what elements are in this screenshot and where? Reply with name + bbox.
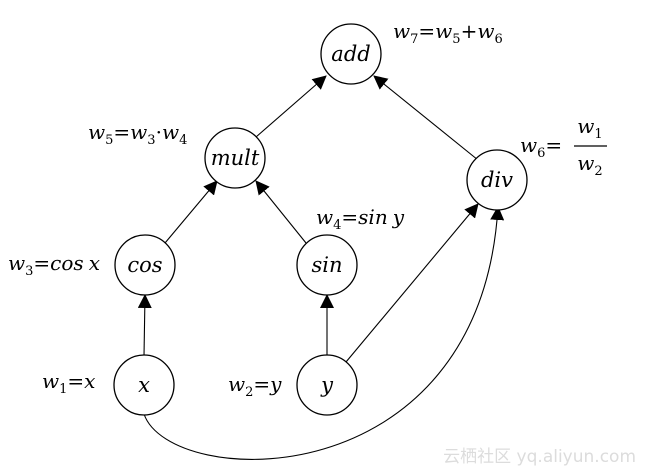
svg-text:w6=: w6=: [520, 133, 562, 161]
edge-mult-to-add: [255, 75, 327, 138]
node-y: y: [296, 354, 358, 416]
equation-w1: w1=x: [42, 369, 95, 397]
node-div: div: [466, 149, 528, 211]
edge-cos-to-mult: [164, 180, 218, 244]
node-sin: sin: [296, 234, 358, 296]
edge-div-to-add: [373, 75, 479, 161]
equation-w2: w2=y: [228, 372, 282, 400]
edge-x-to-div: [143, 206, 505, 460]
equation-w5: w5=w3·w4: [88, 120, 187, 148]
node-cos: cos: [114, 234, 176, 296]
node-add-label: add: [331, 42, 370, 66]
node-div-label: div: [481, 168, 513, 192]
equation-w6: w6= w1 w2: [520, 114, 607, 179]
node-x: x: [113, 354, 175, 416]
node-y-label: y: [320, 373, 334, 397]
node-add: add: [320, 23, 382, 85]
node-sin-label: sin: [311, 253, 342, 277]
edge-sin-to-mult: [255, 180, 307, 244]
watermark: 云栖社区 yq.aliyun.com: [443, 447, 636, 467]
svg-text:w2: w2: [577, 151, 602, 179]
node-mult-label: mult: [211, 146, 260, 170]
node-mult: mult: [204, 127, 266, 189]
equation-w7: w7=w5+w6: [393, 19, 503, 47]
edge-x-to-cos: [137, 294, 152, 357]
edges: [137, 75, 505, 460]
node-cos-label: cos: [127, 253, 162, 277]
svg-text:w1: w1: [577, 114, 602, 142]
node-x-label: x: [138, 373, 150, 397]
edge-y-to-div: [345, 203, 479, 363]
